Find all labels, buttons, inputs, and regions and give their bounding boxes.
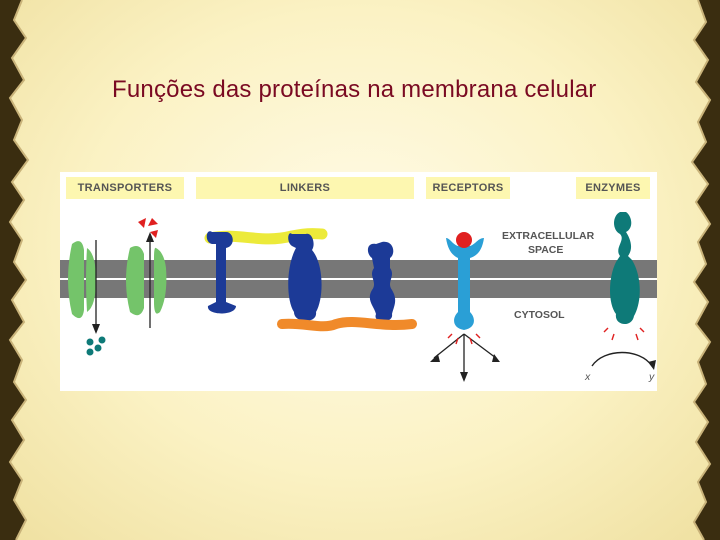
label-cytosol: CYTOSOL (514, 309, 565, 321)
header-receptors: RECEPTORS (426, 177, 510, 199)
linker-protein-3 (367, 241, 396, 322)
transporter-carrier (126, 232, 167, 328)
label-substrate-x: x (585, 371, 591, 383)
label-extracellular: EXTRACELLULAR (502, 230, 595, 242)
label-product-y: y (649, 371, 655, 383)
linker-protein-2 (288, 233, 322, 321)
enzyme-protein (610, 212, 640, 325)
header-transporters: TRANSPORTERS (66, 177, 184, 199)
right-torn-border (690, 0, 720, 540)
membrane-inner-leaflet (60, 280, 657, 298)
transporter-channel (68, 240, 100, 334)
slide-title: Funções das proteínas na membrana celula… (112, 76, 597, 103)
intracellular-orange-linker (277, 317, 417, 332)
teal-solute-molecules (86, 336, 106, 356)
cell-surface-receptor (446, 232, 484, 330)
left-torn-border (0, 0, 30, 540)
receptor-signal-arrows (430, 333, 500, 382)
membrane-protein-figure: TRANSPORTERS LINKERS RECEPTORS ENZYMES E… (60, 172, 657, 391)
linker-protein-1 (206, 231, 236, 314)
membrane-outer-leaflet (60, 260, 657, 278)
membrane-midline (60, 278, 657, 280)
membrane-diagram (60, 212, 657, 382)
label-space: SPACE (528, 244, 564, 256)
header-enzymes: ENZYMES (576, 177, 650, 199)
header-linkers: LINKERS (196, 177, 414, 199)
enzyme-reaction-arrow (591, 327, 656, 370)
red-solute-molecules (138, 218, 158, 238)
